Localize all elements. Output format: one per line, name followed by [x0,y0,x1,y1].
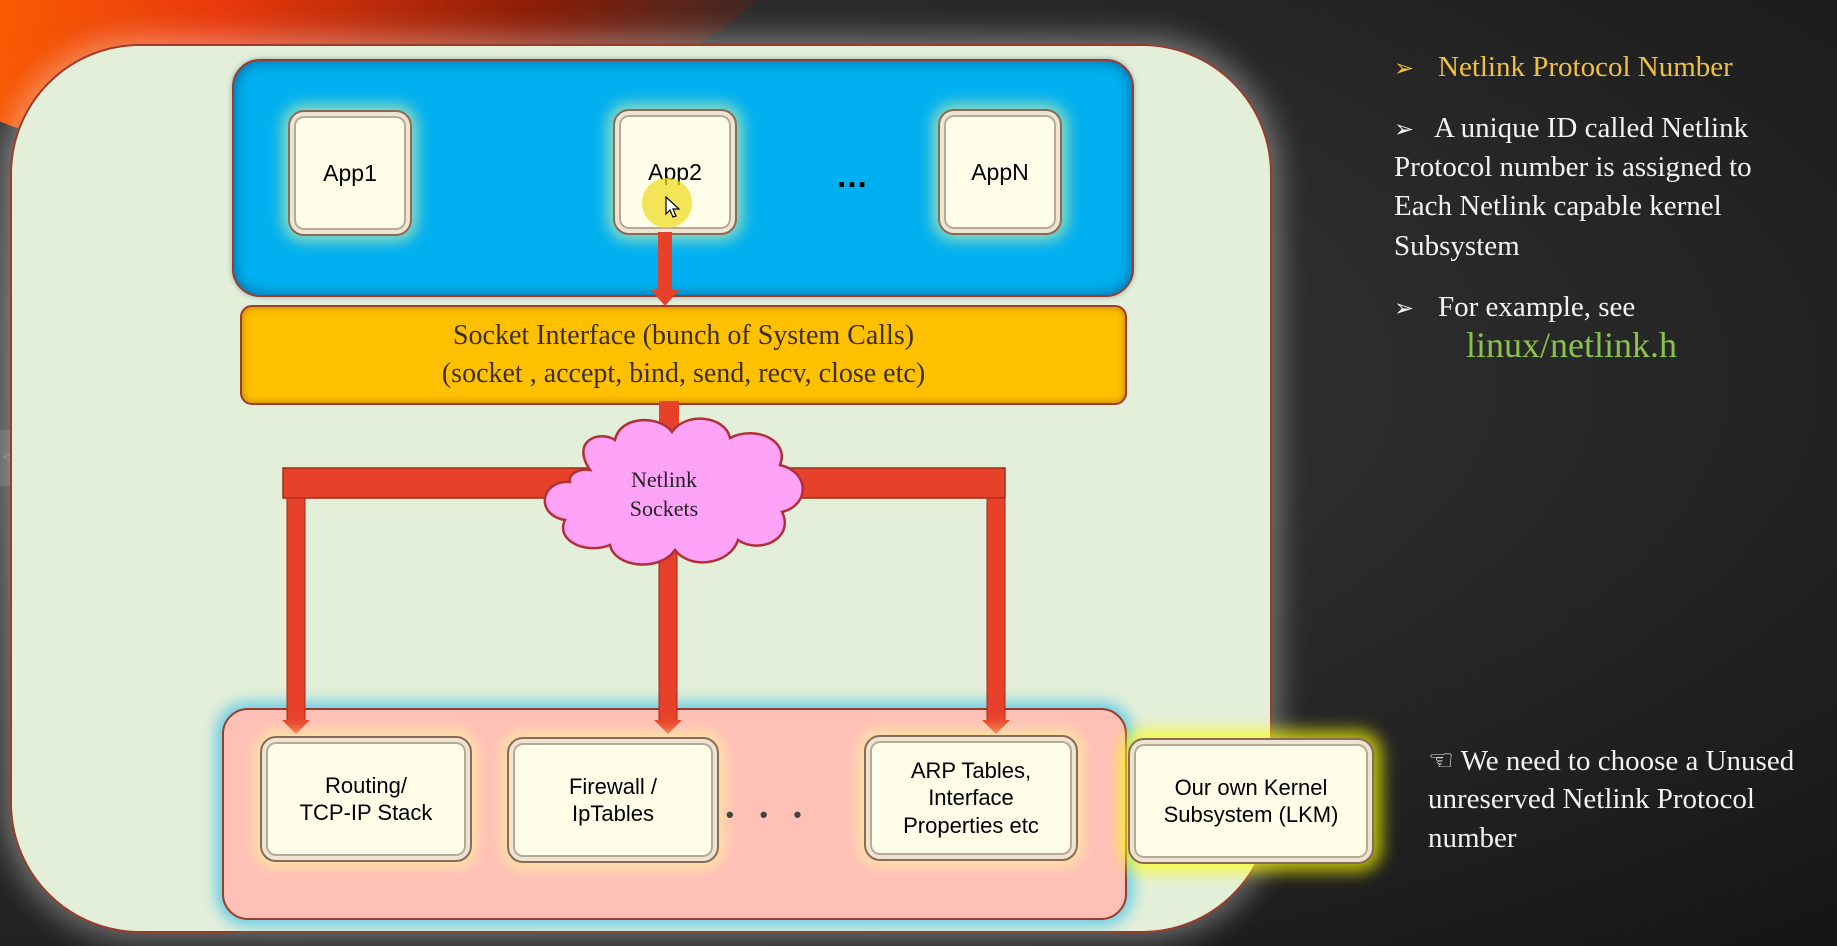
cloud-label-line1: Netlink [631,467,697,492]
drop-to-routing [286,497,306,723]
own-kernel-subsystem-box: Our own Kernel Subsystem (LKM) [1128,738,1374,864]
arrow-bullet-icon: ➢ [1394,54,1415,82]
netlink-header-reference: linux/netlink.h [1466,324,1677,365]
firewall-arrowhead [654,720,682,734]
notes-heading: ➢ Netlink Protocol Number [1394,48,1814,87]
socket-interface-title: Socket Interface (bunch of System Calls) [452,320,915,352]
mouse-cursor-icon [665,196,681,218]
routing-arrowhead [282,720,310,734]
subsystems-ellipsis: • • • [726,802,812,827]
netlink-sockets-label: Netlink Sockets [600,465,728,523]
arrow-bullet-icon: ➢ [1394,293,1415,322]
app1-box: App1 [288,110,412,236]
notes-bullet-2: ➢ For example, see [1394,288,1814,327]
drop-to-arp [986,497,1006,723]
app2-box: App2 [613,109,737,235]
chevron-left-icon: < [2,450,13,464]
notes-panel: ➢ Netlink Protocol Number ➢A unique ID c… [1394,48,1814,369]
arrow-bullet-icon: ➢ [1394,115,1415,144]
arp-arrowhead [982,720,1010,734]
socket-interface-calls: (socket , accept, bind, send, recv, clos… [441,358,926,389]
bullet1-text: A unique ID called Netlink Protocol numb… [1394,112,1752,262]
appn-box: AppN [938,109,1062,235]
cloud-label-line2: Sockets [629,496,699,522]
notes-bullet-1: ➢A unique ID called Netlink Protocol num… [1394,109,1814,266]
netlink-sockets-cloud [543,417,804,566]
drop-to-firewall [658,539,678,723]
protocol-choice-note: ☜ We need to choose a Unused unreserved … [1428,745,1795,854]
arp-tables-box: ARP Tables, Interface Properties etc [864,735,1078,861]
routing-tcpip-box: Routing/ TCP-IP Stack [260,736,472,862]
heading-text: Netlink Protocol Number [1438,51,1733,83]
app2-arrowhead [651,290,679,306]
bullet2-text: For example, see [1438,290,1636,323]
socket-interface-bar: Socket Interface (bunch of System Calls)… [240,305,1127,405]
firewall-iptables-box: Firewall / IpTables [507,737,719,863]
apps-ellipsis: … [836,158,869,194]
